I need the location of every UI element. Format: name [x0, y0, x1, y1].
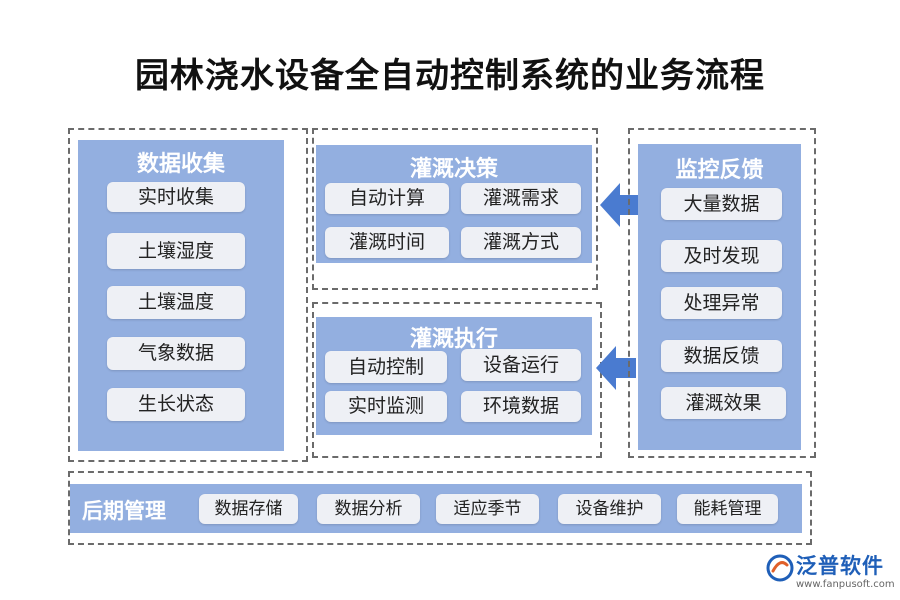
monitoring-item: 数据反馈: [661, 340, 782, 372]
decision-item: 灌溉需求: [461, 183, 581, 214]
data-collection-item: 生长状态: [107, 388, 245, 421]
data-collection-item: 气象数据: [107, 337, 245, 370]
execution-frame: [312, 302, 602, 458]
feedback-to-execution-arrow: [596, 346, 636, 390]
execution-item: 设备运行: [461, 349, 581, 381]
decision-frame: [312, 128, 598, 290]
post-management-item: 能耗管理: [677, 494, 778, 524]
monitoring-frame: [628, 128, 816, 458]
monitoring-item: 处理异常: [661, 287, 782, 319]
fanpu-logo: 泛普软件 www.fanpusoft.com: [762, 548, 897, 598]
monitoring-title: 监控反馈: [675, 157, 764, 183]
post-management-item: 设备维护: [558, 494, 661, 524]
data-collection-title: 数据收集: [136, 151, 225, 177]
execution-item: 自动控制: [325, 351, 447, 383]
data-collection-item: 实时收集: [107, 182, 245, 212]
monitoring-item: 灌溉效果: [661, 387, 786, 419]
execution-title: 灌溉执行: [409, 326, 498, 352]
data-collection-panel: 数据收集 实时收集 土壤湿度 土壤温度 气象数据 生长状态: [78, 140, 284, 451]
post-management-title: 后期管理: [82, 498, 166, 523]
post-management-frame: [68, 471, 812, 545]
execution-item: 实时监测: [325, 391, 447, 422]
execution-item: 环境数据: [461, 391, 581, 422]
data-collection-item: 土壤湿度: [107, 233, 245, 269]
logo-name: 泛普软件: [796, 554, 884, 578]
monitoring-item: 大量数据: [661, 188, 782, 220]
execution-panel: 灌溉执行 自动控制 设备运行 实时监测 环境数据: [316, 317, 592, 435]
decision-panel: 灌溉决策 自动计算 灌溉需求 灌溉时间 灌溉方式: [316, 145, 592, 263]
post-management-item: 数据分析: [317, 494, 420, 524]
decision-item: 自动计算: [325, 183, 449, 214]
post-management-panel: 后期管理 数据存储 数据分析 适应季节 设备维护 能耗管理: [70, 484, 802, 533]
logo-url: www.fanpusoft.com: [796, 579, 895, 590]
post-management-item: 适应季节: [436, 494, 539, 524]
page-title: 园林浇水设备全自动控制系统的业务流程: [135, 56, 765, 96]
decision-item: 灌溉方式: [461, 227, 581, 258]
decision-item: 灌溉时间: [325, 227, 449, 258]
monitoring-item: 及时发现: [661, 240, 782, 272]
data-collection-item: 土壤温度: [107, 286, 245, 319]
post-management-item: 数据存储: [199, 494, 298, 524]
monitoring-panel: 监控反馈 大量数据 及时发现 处理异常 数据反馈 灌溉效果: [638, 144, 801, 450]
decision-title: 灌溉决策: [409, 156, 498, 182]
feedback-to-decision-arrow: [600, 183, 640, 227]
data-collection-frame: [68, 128, 308, 462]
fanpu-logo-icon: [766, 554, 794, 582]
